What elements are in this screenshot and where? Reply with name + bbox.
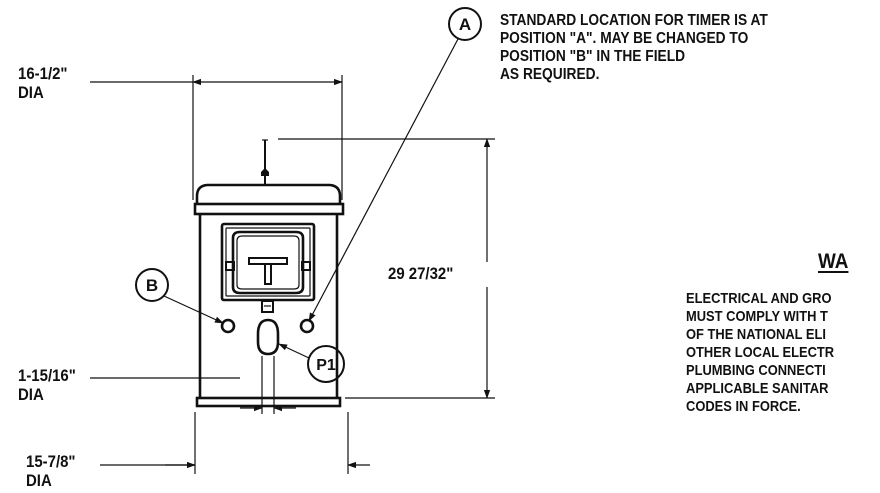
warning-text: ELECTRICAL AND GRO MUST COMPLY WITH T OF… [686,290,835,415]
callout-a-label: A [459,15,471,34]
indicator-square [261,300,274,313]
callout-p1-label: P1 [316,357,336,374]
callout-b-label: B [146,276,158,295]
top-diameter-dimension [90,75,343,200]
callout-b: B [135,268,224,324]
base-diameter-label: 15-7/8" DIA [26,452,76,490]
lid-top [195,183,342,204]
callout-a-leader [308,38,459,322]
position-a-hole [299,318,315,334]
p1-pipe-slot [256,318,280,356]
warning-title: WA [818,250,849,273]
height-dimension [278,138,495,399]
vent-fitting [261,168,269,176]
pipe-diameter-label: 1-15/16" DIA [18,366,76,404]
body-base [195,396,342,408]
control-panel [220,222,316,302]
callout-a: A [308,7,482,322]
callout-p1: P1 [278,343,345,383]
pipe-diameter-dimension [90,356,296,414]
callout-b-leader [163,295,224,324]
position-b-hole [220,318,236,334]
height-label: 29 27/32" [388,264,454,283]
top-diameter-label: 16-1/2" DIA [18,64,68,102]
lid-band [193,202,345,216]
base-diameter-dimension [100,412,370,474]
callout-p1-leader [278,343,310,359]
unit-body [193,139,345,408]
timer-location-note: STANDARD LOCATION FOR TIMER IS AT POSITI… [500,12,768,83]
